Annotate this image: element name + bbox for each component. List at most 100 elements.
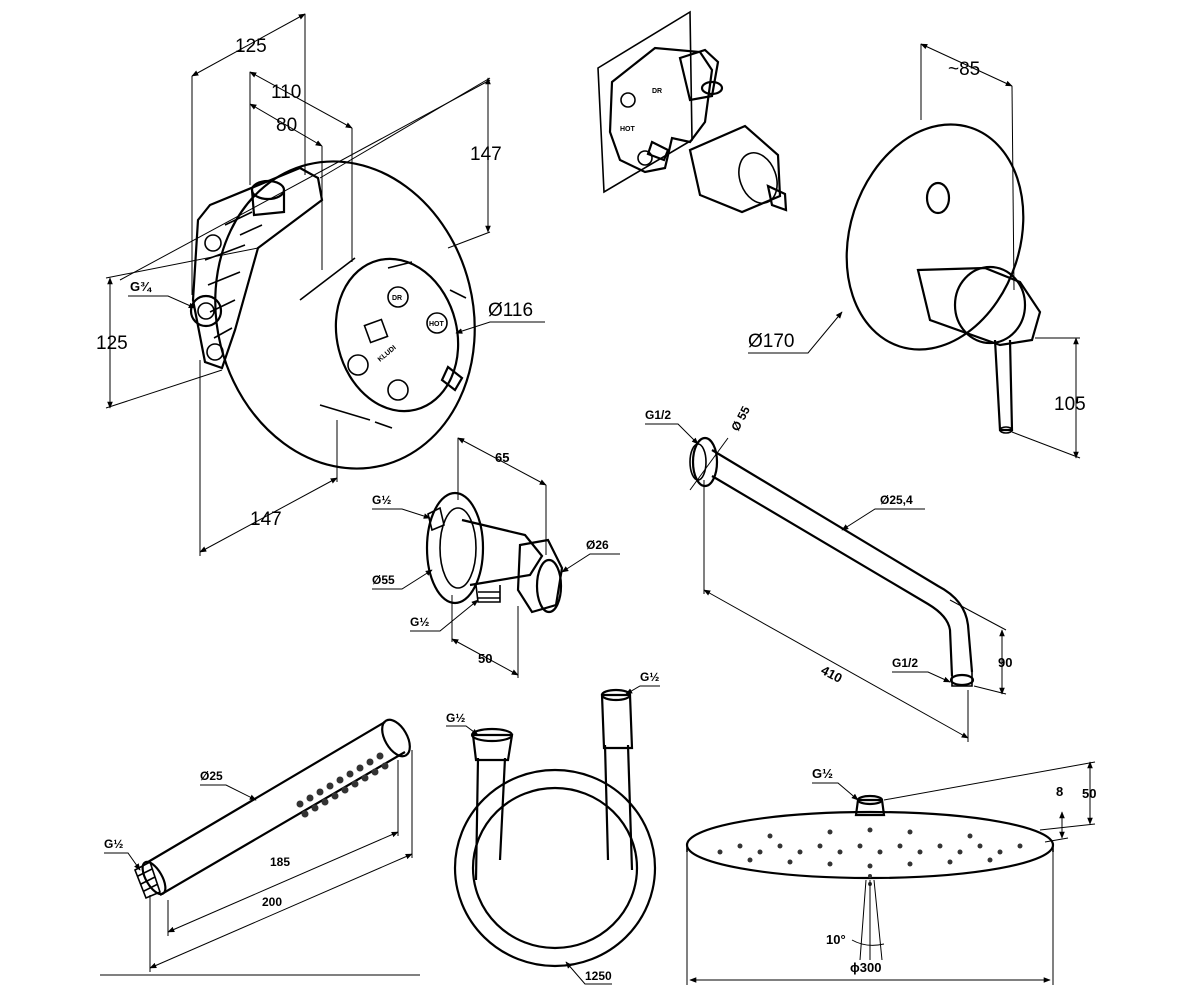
nozzle xyxy=(336,776,344,784)
hand-shower-body xyxy=(147,721,406,896)
arm-rosette xyxy=(691,436,719,488)
valve-spindle xyxy=(766,184,788,212)
leader-g34 xyxy=(128,295,196,309)
trim-handle-face xyxy=(953,265,1027,345)
dim-line-110 xyxy=(249,71,353,129)
center-line xyxy=(119,79,491,281)
ext-line xyxy=(1011,431,1081,459)
mixer-box-pin xyxy=(374,261,467,429)
nozzle xyxy=(787,859,793,865)
dim-dia-25-4: Ø25,4 xyxy=(880,493,913,507)
trim-handle-body xyxy=(916,266,1042,347)
mixer-box-hole xyxy=(206,343,224,361)
leader-1250 xyxy=(565,961,612,985)
mixer-box-port xyxy=(426,312,448,334)
nozzle xyxy=(777,843,783,849)
arm-tube-end xyxy=(949,673,975,687)
thread-arm-wall: G1/2 xyxy=(645,408,671,422)
thread-hose-left: G½ xyxy=(446,711,465,725)
outlet-thread xyxy=(475,584,501,603)
nozzle xyxy=(331,792,339,800)
dim-dia-25: Ø25 xyxy=(200,769,223,783)
dim-8: 8 xyxy=(1056,784,1063,799)
shower-nozzles xyxy=(717,827,1023,886)
nozzle xyxy=(311,804,319,812)
thread-hose-right: G½ xyxy=(640,670,659,684)
nozzle xyxy=(747,857,753,863)
nozzle xyxy=(381,762,389,770)
leader-170 xyxy=(748,311,843,354)
outlet-top-thread xyxy=(427,506,445,532)
ext-line xyxy=(1011,85,1015,291)
nozzle xyxy=(361,774,369,782)
ext-line xyxy=(447,231,491,249)
nozzle xyxy=(301,810,309,818)
trim-lever xyxy=(993,339,1014,432)
nozzle xyxy=(827,829,833,835)
nozzle xyxy=(341,786,349,794)
outlet-holder-end xyxy=(535,558,563,614)
ext-line xyxy=(973,685,1007,695)
valve-lever xyxy=(646,140,670,162)
dim-dia-55-arm: Ø 55 xyxy=(728,404,753,434)
nozzle xyxy=(1017,843,1023,849)
hand-shower-nozzles xyxy=(296,752,389,818)
nozzle xyxy=(797,849,803,855)
valve-body-drawing: DR HOT xyxy=(597,10,788,214)
nozzle xyxy=(757,849,763,855)
nozzle xyxy=(957,849,963,855)
nozzle xyxy=(867,827,873,833)
nozzle xyxy=(907,829,913,835)
valve-label: HOT xyxy=(620,126,636,133)
dim-1250: 1250 xyxy=(585,969,612,983)
dim-90: 90 xyxy=(998,655,1012,670)
mixer-box-port xyxy=(387,379,409,401)
nozzle xyxy=(737,843,743,849)
dim-line-200 xyxy=(149,853,413,969)
mixer-box-top-fitting-body xyxy=(250,189,286,217)
hose-coil-outer xyxy=(453,768,657,968)
thread-outlet-bottom: G½ xyxy=(410,615,429,629)
hand-shower-head xyxy=(381,718,411,758)
nozzle xyxy=(868,874,872,878)
nozzle xyxy=(366,758,374,766)
ext-line xyxy=(105,247,259,279)
leader-116 xyxy=(455,321,545,334)
nozzle xyxy=(987,857,993,863)
dim-dia-300: ϕ300 xyxy=(850,960,881,975)
dim-line-147-bottom xyxy=(199,477,338,553)
leader-arm-end xyxy=(892,671,951,683)
nozzle xyxy=(306,794,314,802)
dim-line-50 xyxy=(451,638,519,676)
nozzle xyxy=(351,780,359,788)
dim-85: ~85 xyxy=(948,59,980,80)
nozzle xyxy=(897,843,903,849)
dim-110: 110 xyxy=(271,82,301,103)
dim-dia-26: Ø26 xyxy=(586,538,609,552)
dim-line-85 xyxy=(920,43,1013,87)
mixer-box-cartridge-disc xyxy=(334,257,460,413)
mixer-box-port xyxy=(347,354,369,376)
hose-right-nut xyxy=(600,688,632,702)
dim-line-185 xyxy=(167,831,399,933)
dim-147-bottom: 147 xyxy=(250,509,282,530)
nozzle xyxy=(867,863,873,869)
nozzle xyxy=(937,843,943,849)
leader-55-arm xyxy=(689,437,729,491)
ext-line xyxy=(1039,823,1096,831)
arm-tube xyxy=(711,449,974,677)
mixer-box-square-port xyxy=(363,318,389,344)
leader-25 xyxy=(200,784,257,801)
ext-line xyxy=(319,77,491,179)
valve-hole xyxy=(637,150,653,166)
nozzle xyxy=(717,849,723,855)
dim-line-80 xyxy=(249,103,323,147)
mixer-box-hole xyxy=(204,234,222,252)
mixer-trim-drawing: ~85 105 Ø170 xyxy=(748,43,1086,459)
nozzle xyxy=(877,849,883,855)
valve-cartridge-face xyxy=(738,152,778,204)
hose-left-fitting xyxy=(471,733,514,762)
hose-left-leg xyxy=(474,757,507,881)
leader-outlet-bottom xyxy=(410,599,479,632)
